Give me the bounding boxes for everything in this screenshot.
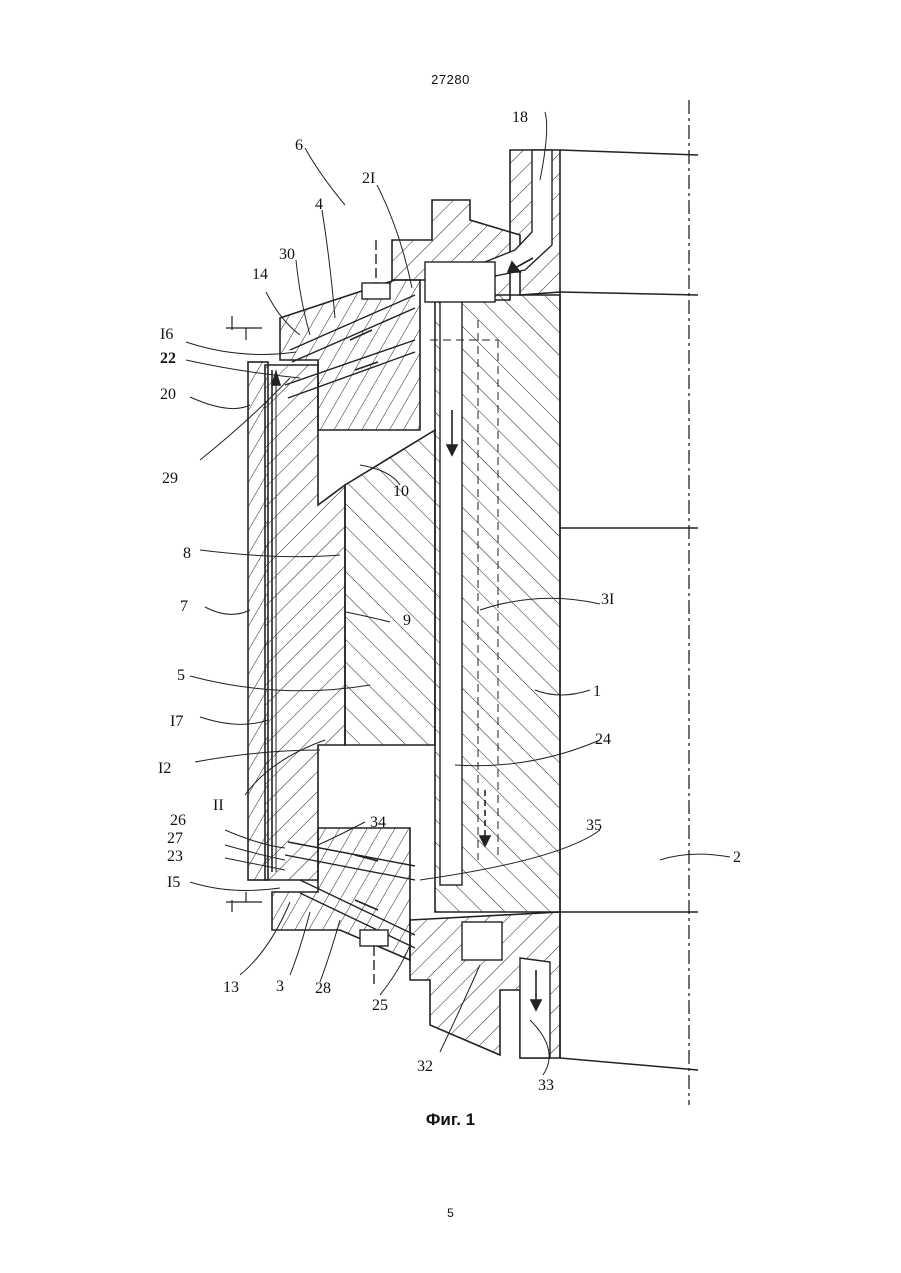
ref-label-27: 27 bbox=[167, 830, 183, 847]
ref-label-11: II bbox=[213, 797, 224, 814]
ref-label-10: 10 bbox=[393, 483, 409, 500]
ref-label-18: 18 bbox=[512, 109, 528, 126]
bolt-bottom bbox=[360, 930, 388, 985]
ref-label-29: 29 bbox=[162, 470, 178, 487]
ref-label-3: 3 bbox=[276, 978, 284, 995]
ref-label-21: 2I bbox=[362, 170, 375, 187]
ref-label-12: I2 bbox=[158, 760, 171, 777]
ref-label-30: 30 bbox=[279, 246, 295, 263]
axial-channel bbox=[440, 290, 462, 885]
ref-label-22: 22 bbox=[160, 350, 176, 367]
ref-label-4: 4 bbox=[315, 196, 323, 213]
ref-label-26: 26 bbox=[170, 812, 186, 829]
ref-label-31: 3I bbox=[601, 591, 614, 608]
page-number: 5 bbox=[0, 1206, 901, 1220]
jacket-7 bbox=[248, 362, 268, 880]
ref-label-1: 1 bbox=[593, 683, 601, 700]
ref-label-13: 13 bbox=[223, 979, 239, 996]
ref-label-16: I6 bbox=[160, 326, 173, 343]
ref-label-25: 25 bbox=[372, 997, 388, 1014]
ref-label-28: 28 bbox=[315, 980, 331, 997]
ref-label-20: 20 bbox=[160, 386, 176, 403]
ref-label-5: 5 bbox=[177, 667, 185, 684]
ref-label-34: 34 bbox=[370, 814, 386, 831]
ref-label-2: 2 bbox=[733, 849, 741, 866]
block-9 bbox=[345, 430, 435, 745]
ref-label-17: I7 bbox=[170, 713, 183, 730]
ref-label-14: 14 bbox=[252, 266, 268, 283]
figure-caption: Фиг. 1 bbox=[0, 1110, 901, 1130]
shaft-2 bbox=[560, 150, 698, 1070]
ref-label-15: I5 bbox=[167, 874, 180, 891]
ref-label-35: 35 bbox=[586, 817, 602, 834]
sleeve-5 bbox=[265, 365, 345, 880]
ref-label-9: 9 bbox=[403, 612, 411, 629]
ref-label-33: 33 bbox=[538, 1077, 554, 1094]
bolt-top bbox=[362, 240, 390, 299]
ref-label-32: 32 bbox=[417, 1058, 433, 1075]
ref-label-6: 6 bbox=[295, 137, 303, 154]
ref-label-24: 24 bbox=[595, 731, 611, 748]
ref-label-23: 23 bbox=[167, 848, 183, 865]
ref-label-7: 7 bbox=[180, 598, 188, 615]
ref-label-8: 8 bbox=[183, 545, 191, 562]
